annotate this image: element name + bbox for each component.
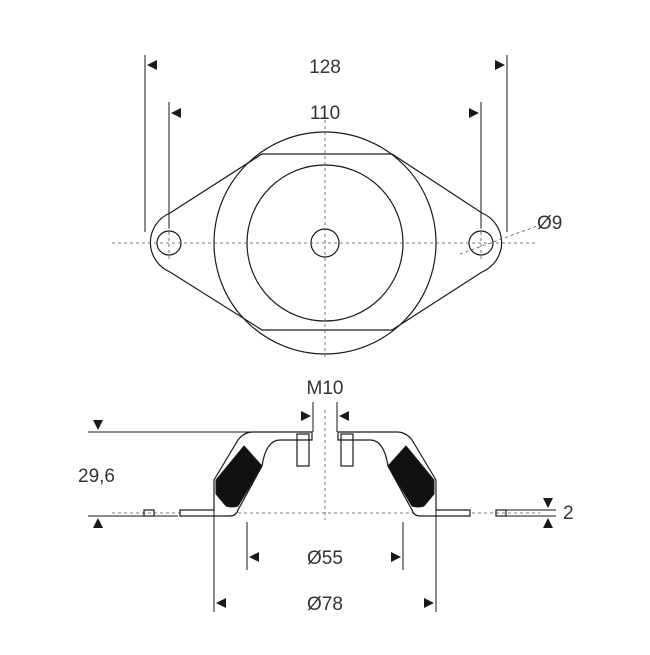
dim-110-arrow-left [171, 108, 181, 118]
dim-128-arrow-left [147, 60, 157, 70]
dim-d78-arrow-left [216, 598, 226, 608]
top-view: 128 110 Ø9 [112, 55, 562, 360]
dim-128-label: 128 [309, 57, 341, 78]
dim-thickness-arrow-top [543, 498, 553, 508]
dim-thickness-arrow-bottom [543, 518, 553, 528]
dim-d78-arrow-right [424, 598, 434, 608]
dim-hole-diameter-label: Ø9 [537, 213, 562, 234]
dim-hole-diameter-leader [459, 225, 538, 255]
dim-d78-label: Ø78 [307, 594, 343, 615]
flange-outline [149, 153, 503, 331]
dim-110-arrow-right [469, 108, 479, 118]
left-rubber-element [215, 445, 263, 508]
dim-m10-arrow-right [339, 411, 349, 421]
dim-height-label: 29,6 [78, 466, 115, 487]
dim-height-arrow-bottom [93, 518, 103, 528]
left-insert-tab [296, 433, 310, 467]
dim-thickness-label: 2 [563, 503, 574, 524]
right-insert-tab [340, 433, 354, 467]
dim-m10-label: M10 [307, 378, 344, 399]
dim-height-arrow-top [93, 420, 103, 430]
dim-d55-arrow-left [249, 552, 259, 562]
right-plate-end [495, 509, 507, 517]
side-view: M10 29,6 2 Ø55 Ø78 [78, 378, 574, 615]
dim-d55-label: Ø55 [307, 548, 343, 569]
dim-110-label: 110 [310, 103, 340, 124]
dim-128-arrow-right [495, 60, 505, 70]
dim-m10-arrow-left [301, 411, 311, 421]
dim-d55-arrow-right [391, 552, 401, 562]
right-rubber-element [387, 445, 435, 508]
